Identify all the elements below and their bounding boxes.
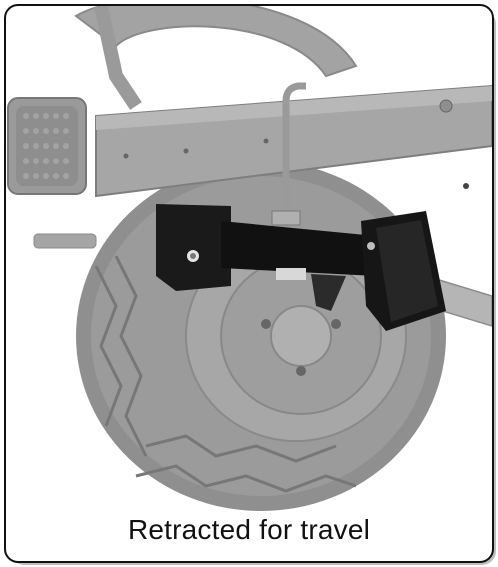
taillight-icon — [7, 97, 87, 195]
fender — [74, 6, 358, 78]
illustration-card: Retracted for travel — [4, 4, 494, 563]
fender-strut — [94, 6, 142, 110]
trailer-stand-illustration — [7, 6, 492, 511]
pin-handle-icon — [271, 82, 306, 246]
frame-rail — [95, 84, 492, 198]
left-tab — [33, 233, 97, 249]
retracted-stand-bracket — [156, 204, 446, 331]
caption-text: Retracted for travel — [127, 514, 371, 545]
tire — [76, 161, 446, 511]
